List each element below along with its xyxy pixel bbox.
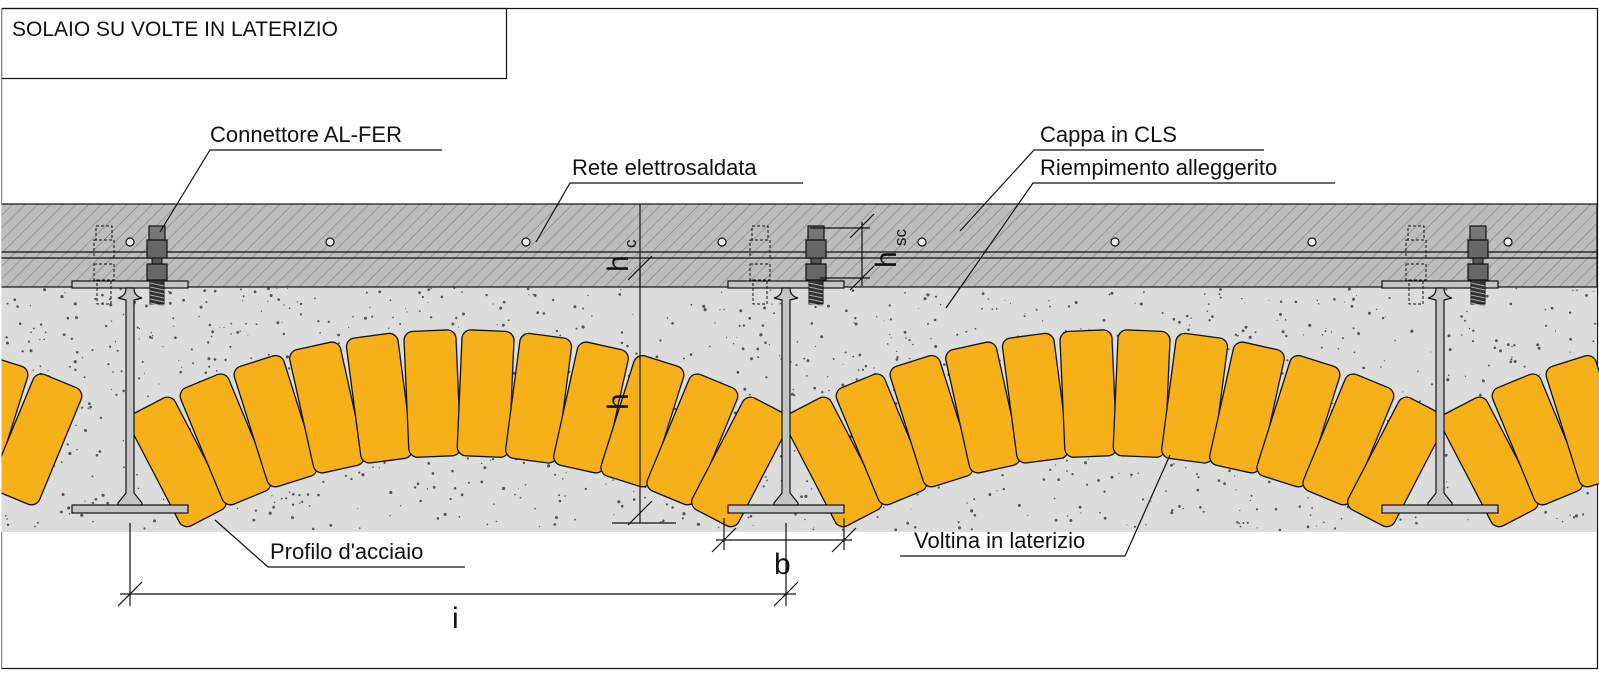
dimension-hsc-base: h [870,251,903,268]
leader-profilo [214,519,465,568]
connector [1467,225,1489,307]
brick [505,332,573,464]
label-connettore: Connettore AL-FER [210,122,402,147]
rebar-circle [125,237,135,247]
connector-ghost [749,225,771,305]
brick [403,329,462,458]
brick [289,341,365,474]
dimension-b [711,518,857,553]
brick [233,354,318,488]
dimension-hc-sub: c [621,239,640,248]
rebar-circle [717,237,727,247]
label-rete: Rete elettrosaldata [572,155,757,180]
dimension-b-label: b [774,548,791,581]
dimension-i-label: i [452,602,459,635]
brick [179,373,272,506]
dimension-hsc [810,213,875,291]
connector [146,225,168,307]
connector-ghost [93,225,115,305]
dimension-h-label: h [602,393,635,410]
callouts [159,149,1335,568]
brick [1059,329,1118,458]
brick [889,354,974,488]
rebar-circle [1110,237,1120,247]
rebar-circle [1307,237,1317,247]
brick [1302,373,1395,506]
connector-ghost [1405,225,1427,305]
brick [691,396,791,528]
dimension-i [117,523,799,607]
brick [600,354,685,488]
label-riempimento: Riempimento alleggerito [1040,155,1277,180]
label-profilo: Profilo d'acciaio [270,539,423,564]
brick [1439,396,1539,528]
brick [1161,332,1229,464]
brick [945,341,1021,474]
drawing-title: SOLAIO SU VOLTE IN LATERIZIO [12,18,338,41]
leader-riempimento [945,182,1335,309]
rebar-circle [917,237,927,247]
connector [805,225,827,307]
label-voltina: Voltina in laterizio [914,528,1085,553]
brick [345,332,413,464]
rebar-circle [1503,237,1513,247]
steel-beam [1381,280,1499,514]
brick [835,373,928,506]
leader-rete [535,182,803,243]
steel-beams [71,280,1499,514]
brick [783,396,883,528]
shear-connectors [93,225,1489,307]
rebar-circle [521,237,531,247]
brick [1256,354,1341,488]
brick [127,396,227,528]
brick [1491,373,1584,506]
brick [1545,354,1599,488]
welded-mesh-bars [125,237,1513,247]
steel-beam [727,280,845,514]
dimension-hc-base: h [602,255,635,272]
brick [456,329,515,458]
brick [1347,396,1447,528]
brick [1112,329,1171,458]
concrete-topping [0,203,1598,288]
dimension-hsc-sub: sc [891,229,910,247]
brick [0,373,83,506]
label-cappa: Cappa in CLS [1040,122,1177,147]
steel-beam [71,280,189,514]
brick [646,373,739,506]
rebar-circle [325,237,335,247]
brick [0,354,29,488]
leader-cappa [959,149,1264,232]
leader-connettore [159,149,442,233]
brick [1001,332,1069,464]
